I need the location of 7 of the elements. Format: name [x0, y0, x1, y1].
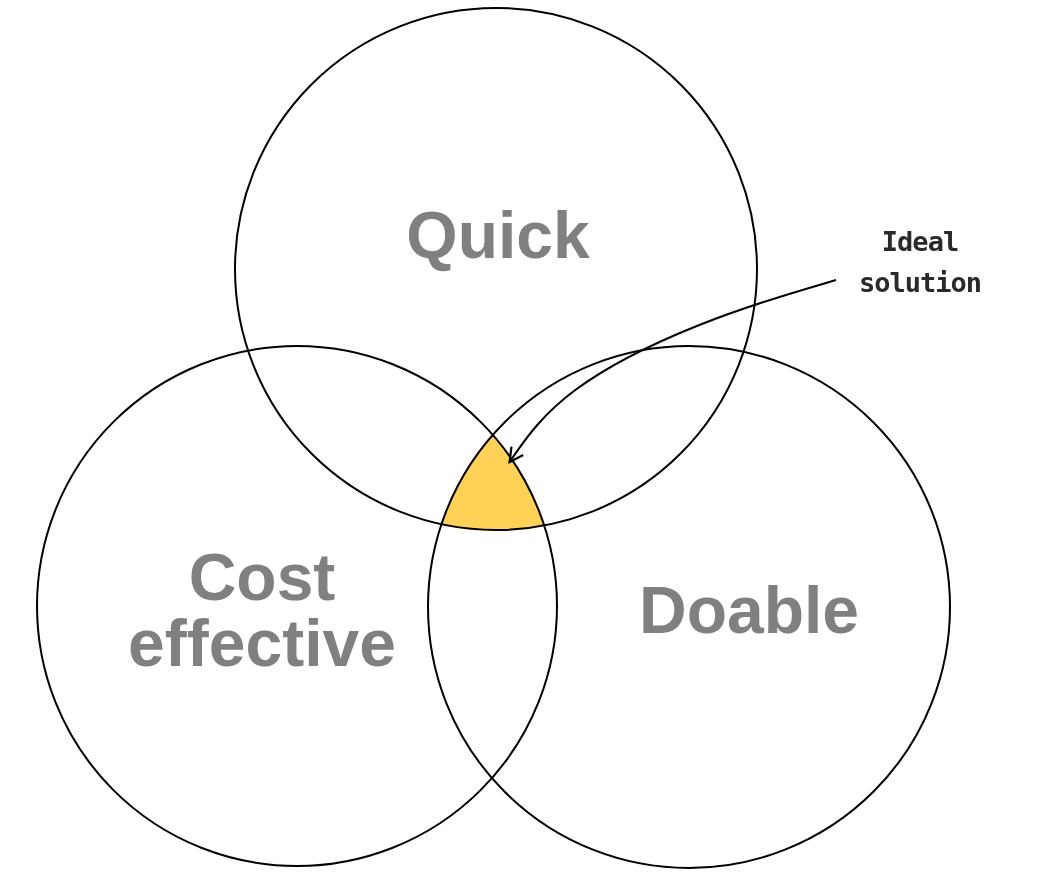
callout-text: Ideal solution	[832, 222, 1008, 303]
circle-label: Cost effective	[127, 544, 397, 676]
circle-label: Doable	[637, 577, 860, 643]
venn-circle	[427, 345, 951, 869]
venn-circle	[234, 7, 758, 531]
leader-arrow	[508, 279, 837, 464]
venn-circle	[36, 345, 558, 867]
